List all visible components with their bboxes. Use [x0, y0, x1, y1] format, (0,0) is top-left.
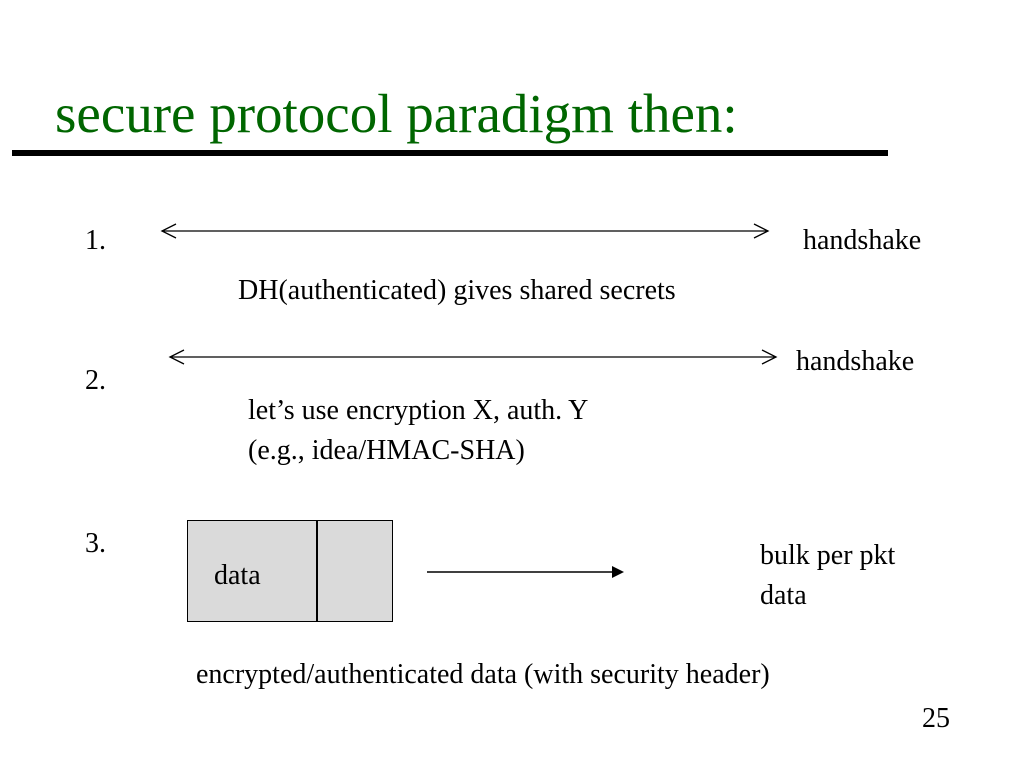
step-2-handshake-label: handshake	[796, 346, 915, 377]
step-1-caption: DH(authenticated) gives shared secrets	[238, 275, 676, 306]
title-underline	[12, 150, 888, 156]
step-1-number: 1.	[85, 225, 106, 256]
handshake-arrow-2	[168, 349, 778, 365]
step-2-caption-line-1: let’s use encryption X, auth. Y	[248, 395, 589, 426]
data-arrow	[427, 566, 624, 578]
slide-title: secure protocol paradigm then:	[55, 83, 738, 144]
packet-diagram: data	[187, 520, 393, 622]
bulk-label-line-1: bulk per pkt	[760, 540, 896, 571]
page-number: 25	[922, 703, 950, 734]
bulk-label-line-2: data	[760, 580, 807, 611]
packet-data-label: data	[214, 560, 261, 591]
handshake-arrow-1	[160, 223, 770, 239]
step-2-number: 2.	[85, 365, 106, 396]
step-3-caption: encrypted/authenticated data (with secur…	[196, 659, 770, 690]
step-1-handshake-label: handshake	[803, 225, 922, 256]
step-2-caption-line-2: (e.g., idea/HMAC-SHA)	[248, 435, 525, 466]
packet-header-divider	[316, 521, 318, 621]
step-3-number: 3.	[85, 528, 106, 559]
